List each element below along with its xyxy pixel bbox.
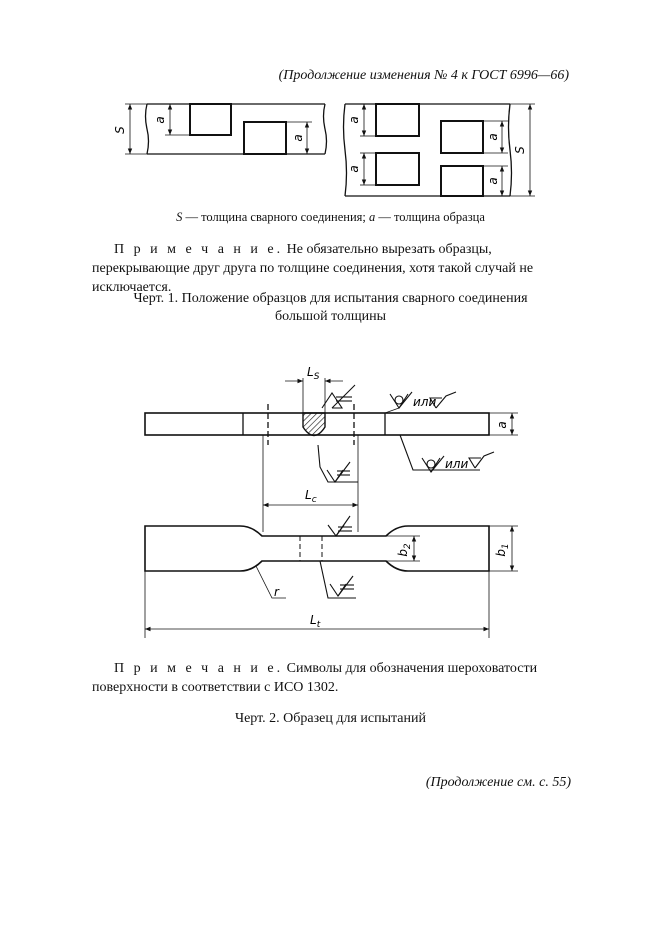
fig2-a-label: a [495, 421, 509, 428]
fig2-b1-label: b1 [494, 543, 511, 556]
fig1-left-a-label-1: a [153, 116, 167, 123]
figure1-right-diagram [342, 103, 535, 197]
note-2-text: Символы для обозначения шероховатости по… [92, 661, 538, 695]
fig2-b2-label: b2 [396, 543, 413, 557]
figure2-dimensions [144, 525, 518, 638]
fig2-lt-label: Lt [310, 613, 321, 630]
page-footer: (Продолжение см. с. 55) [425, 775, 571, 790]
fig1-right-a-label-4: a [486, 177, 500, 184]
note-1-text: Не обязательно вырезать образцы, перекры… [92, 242, 534, 295]
fig1-right-s-label: S [513, 146, 527, 154]
note-1: П р и м е ч а н и е. Не обязательно выре… [92, 240, 572, 297]
figure1-legend: S — толщина сварного соединения; a — тол… [176, 210, 485, 224]
fig1-left-s-label: S [113, 126, 127, 134]
figure1-caption: Черт. 1. Положение образцов для испытани… [133, 291, 528, 324]
figure2-caption: Черт. 2. Образец для испытаний [234, 711, 426, 726]
fig1-right-a-label-2: a [347, 165, 361, 172]
fig1-left-a-label-2: a [291, 134, 305, 141]
page-header: (Продолжение изменения № 4 к ГОСТ 6996—6… [278, 68, 569, 83]
note-2: П р и м е ч а н и е. Символы для обознач… [92, 659, 572, 697]
figure2-weld-plate [144, 378, 518, 445]
figure2-test-specimen [144, 525, 490, 572]
fig2-ili-mid-label: или [445, 457, 468, 471]
fig2-lc-label: Lc [305, 488, 317, 505]
note-1-prefix: П р и м е ч а н и е. [114, 242, 284, 257]
note-2-prefix: П р и м е ч а н и е. [114, 661, 284, 676]
figure2-roughness-symbols [317, 384, 495, 599]
fig1-right-a-label-1: a [347, 116, 361, 123]
fig2-ili-top-label: или [413, 395, 436, 409]
fig2-ls-label: LS [307, 365, 320, 382]
fig1-right-a-label-3: a [486, 133, 500, 140]
figure2-lc-dimension [262, 435, 359, 532]
fig2-r-label: r [274, 585, 280, 599]
figure1-left-diagram [125, 103, 328, 155]
